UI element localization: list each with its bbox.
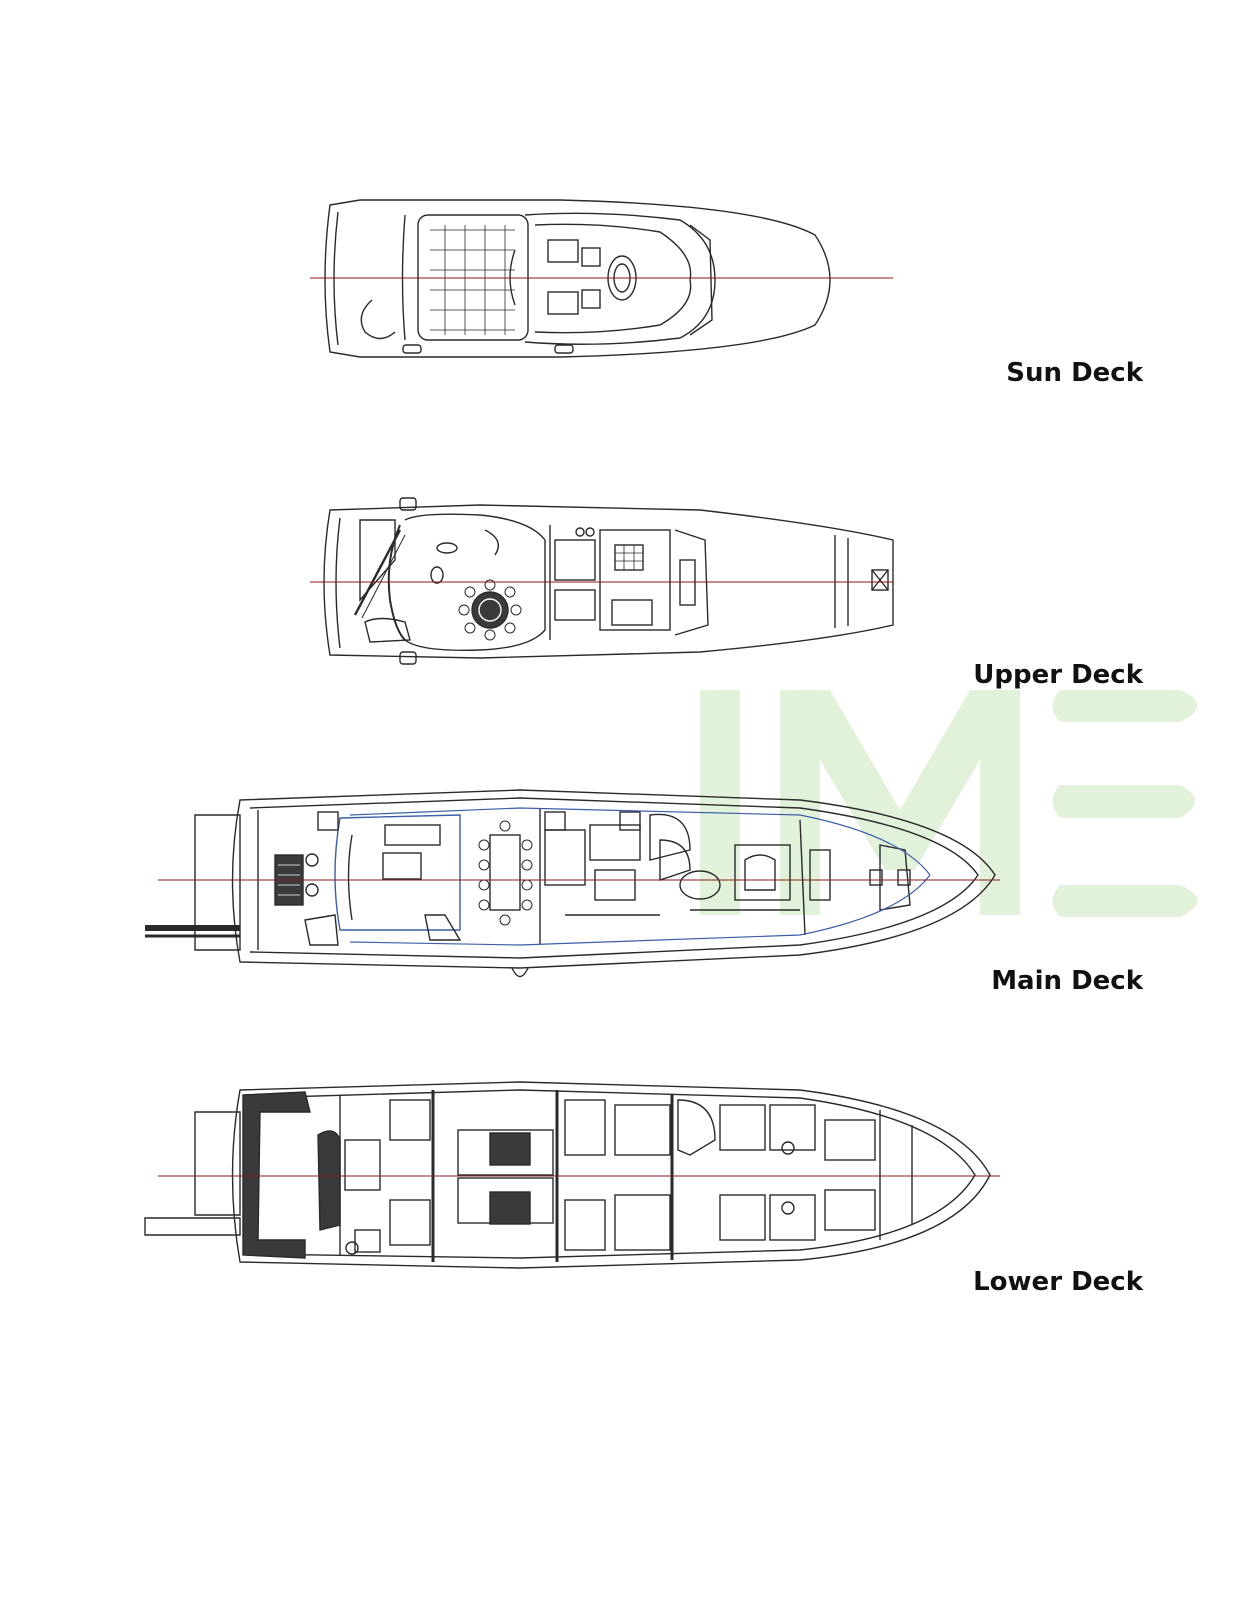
sun-deck-label: Sun Deck	[1006, 358, 1143, 388]
main-deck-interior-outline	[349, 807, 931, 946]
lower-deck-plan	[144, 1081, 991, 1269]
lower-deck-label: Lower Deck	[973, 1267, 1143, 1297]
upper-deck-plan	[323, 497, 894, 665]
main-deck-label: Main Deck	[991, 966, 1143, 996]
upper-deck-label: Upper Deck	[973, 660, 1143, 690]
watermark-logo	[700, 690, 1198, 917]
sun-deck-plan	[324, 199, 831, 358]
